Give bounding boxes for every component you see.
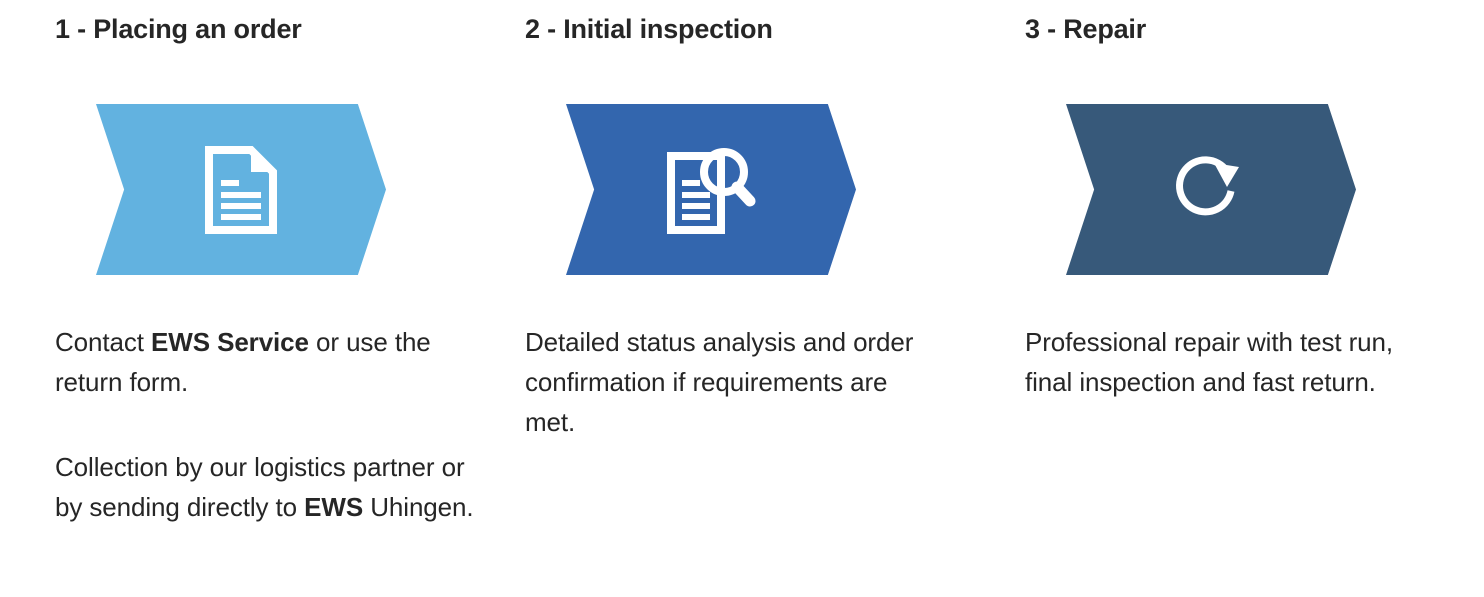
body-text-run: Professional repair with test run, final… — [1025, 327, 1393, 397]
step-2-paragraph-1: Detailed status analysis and order confi… — [525, 322, 925, 442]
step-2-chevron — [566, 104, 856, 275]
step-3-chevron — [1066, 104, 1356, 275]
step-2-heading: 2 - Initial inspection — [525, 14, 773, 44]
emphasis-text: EWS — [304, 492, 364, 522]
body-text-run: or use the return form. — [55, 327, 431, 397]
step-3-chevron-shape — [1066, 104, 1356, 275]
body-text-run: Contact — [55, 327, 152, 357]
process-step-2: 2 - Initial inspection Detailed status a… — [470, 0, 950, 597]
process-step-3: 3 - Repair Professional repair with test… — [970, 0, 1450, 597]
body-text-run: Detailed status analysis and order confi… — [525, 327, 914, 437]
step-2-chevron-shape — [566, 104, 856, 275]
step-1-paragraph-2: Collection by our logistics partner or b… — [55, 447, 475, 527]
step-1-chevron — [96, 104, 386, 275]
step-3-heading: 3 - Repair — [1025, 14, 1147, 44]
process-step-1: 1 - Placing an order Contact EWS Service… — [0, 0, 480, 597]
step-3-paragraph-1: Professional repair with test run, final… — [1025, 322, 1425, 402]
emphasis-text: EWS Service — [151, 327, 309, 357]
step-1-chevron-shape — [96, 104, 386, 275]
body-text-run: Uhingen. — [363, 492, 474, 522]
step-1-paragraph-1: Contact EWS Service or use the return fo… — [55, 322, 475, 402]
body-text-run: Collection by our logistics partner or b… — [55, 452, 465, 522]
step-1-heading: 1 - Placing an order — [55, 14, 302, 44]
